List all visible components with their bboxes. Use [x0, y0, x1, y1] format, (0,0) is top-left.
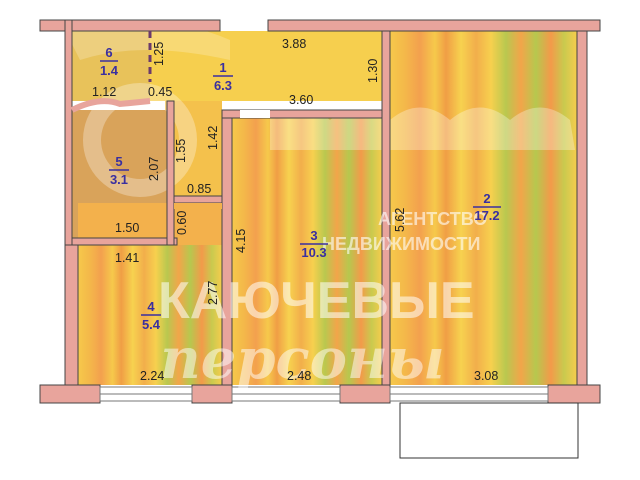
room-label-6: 6 1.4: [100, 45, 119, 78]
dim-label: 1.42: [206, 126, 220, 150]
floor-room-6: [72, 31, 150, 101]
dim-label: 2.07: [147, 157, 161, 181]
room-area: 5.4: [142, 317, 161, 332]
floor-room-1: [150, 31, 382, 101]
wall-left-upper: [64, 19, 73, 246]
dim-label: 2.24: [140, 369, 164, 383]
watermark-line2: НЕДВИЖИМОСТИ: [322, 234, 480, 254]
walls: [39, 19, 601, 404]
dim-label: 0.60: [175, 211, 189, 235]
wall-bottom-1: [39, 384, 101, 404]
room-number: 3: [310, 228, 317, 243]
room-label-5: 5 3.1: [109, 154, 129, 187]
dim-label: 2.77: [206, 281, 220, 305]
wall-top-left: [39, 19, 221, 32]
room-area: 17.2: [474, 208, 499, 223]
room-area: 1.4: [100, 63, 119, 78]
watermark: АГЕНТСТВО НЕДВИЖИМОСТИ КАЮЧЕВЫЕ персоны: [158, 209, 487, 392]
dim-label: 5.62: [393, 208, 407, 232]
room-label-1: 1 6.3: [213, 60, 233, 93]
room-number: 1: [219, 60, 226, 75]
room-label-4: 4 5.4: [141, 299, 161, 332]
dim-label: 1.30: [366, 59, 380, 83]
dim-label: 1.25: [152, 42, 166, 66]
wall-room5-bottom: [71, 237, 178, 246]
wall-top-right: [267, 19, 601, 32]
dim-label: 3.88: [282, 37, 306, 51]
dim-label: 3.60: [289, 93, 313, 107]
wall-bottom-4: [547, 384, 601, 404]
room-number: 6: [105, 45, 112, 60]
wall-small-h: [173, 195, 223, 204]
dimension-labels: 1.25 3.88 1.30 1.12 0.45 3.60 1.55 1.4 2 …: [92, 37, 498, 383]
dim-label: 3.08: [474, 369, 498, 383]
room-label-3: 3 10.3: [300, 228, 328, 260]
wall-mid-vertical: [381, 30, 391, 386]
windows: [99, 386, 549, 402]
room-label-2: 2 17.2: [473, 191, 501, 223]
watermark-line4: персоны: [160, 326, 445, 392]
dim-label: 1.55: [174, 139, 188, 163]
watermark-line3: КАЮЧЕВЫЕ: [158, 272, 475, 330]
room-labels: 6 1.4 1 6.3 5 3.1 4 5.4 3 10.3 2 17.2: [100, 45, 501, 332]
dim-label: 1.50: [115, 221, 139, 235]
door-openings: [174, 110, 270, 209]
partition-curve: [70, 98, 151, 113]
room-number: 2: [483, 191, 490, 206]
wall-room3-top: [221, 109, 383, 119]
wall-room5-right: [166, 100, 175, 246]
room-number: 4: [147, 299, 155, 314]
dim-label: 1.12: [92, 85, 116, 99]
room-area: 10.3: [301, 245, 326, 260]
floor-room-3: [232, 118, 382, 385]
dim-label: 4.15: [234, 229, 248, 253]
watermark-line1: АГЕНТСТВО: [378, 209, 487, 229]
room-area: 3.1: [110, 172, 128, 187]
floor-room-2: [390, 31, 577, 385]
room-area: 6.3: [214, 78, 232, 93]
dim-label: 2.48: [287, 369, 311, 383]
dim-label: 0.85: [187, 182, 211, 196]
wall-right: [576, 30, 588, 386]
dim-label: 0.45: [148, 85, 172, 99]
balcony-outline: [399, 402, 579, 459]
dim-label: 1.41: [115, 251, 139, 265]
room-number: 5: [115, 154, 122, 169]
wall-left-lower: [64, 244, 79, 386]
